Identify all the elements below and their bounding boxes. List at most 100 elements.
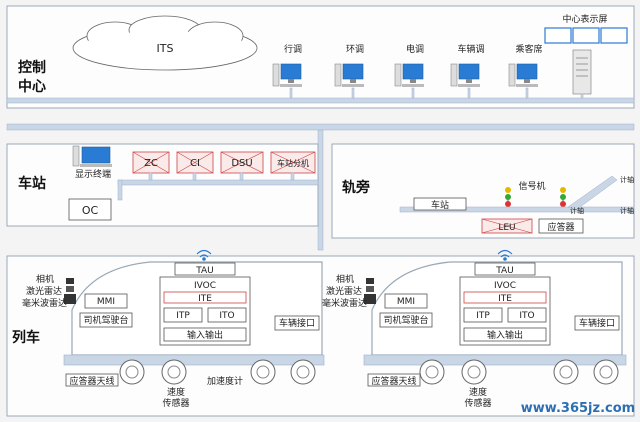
- signal-light-1: [505, 187, 511, 210]
- itp-box-right: [463, 307, 503, 323]
- ite-box-left: [163, 291, 247, 304]
- watermark: www.365jz.com: [521, 401, 635, 416]
- station-systems: ZC CI DSU 车站分机: [132, 151, 316, 174]
- wireless-icon-right: [497, 249, 513, 261]
- monitor-icon: [516, 63, 538, 80]
- sensor-label-radar-left: 毫米波雷达: [22, 297, 67, 309]
- tau-label-right: TAU: [495, 266, 514, 276]
- vertical-backbone: [317, 129, 324, 251]
- lidar-icon: [366, 286, 374, 292]
- antenna-label-right: 应答器天线: [371, 375, 416, 387]
- its-cloud: ITS: [72, 15, 258, 71]
- train-underframe-right: [363, 354, 627, 366]
- io-box-right: [463, 327, 547, 342]
- workstation-1: [272, 63, 302, 87]
- wheel-icon: [290, 359, 316, 385]
- cab-label-left: 司机驾驶台: [83, 314, 128, 326]
- signal-red-icon: [505, 201, 511, 207]
- sensor-label-lidar-left: 激光雷达: [26, 285, 62, 297]
- io-label-left: 输入输出: [187, 329, 223, 341]
- leu-label: LEU: [498, 223, 515, 233]
- signal-yellow-icon: [560, 187, 566, 193]
- station-unit-box: 车站分机: [270, 151, 316, 174]
- speed-label-right-1: 速度: [469, 386, 487, 398]
- station-unit-label: 车站分机: [277, 158, 309, 168]
- lidar-icon: [66, 286, 74, 292]
- workstation-group: 行调 环调 电调 车辆调 乘客席: [272, 43, 543, 87]
- workstation-3: [394, 63, 424, 87]
- trackside-title: 轨旁: [342, 179, 370, 196]
- pc-tower-icon: [450, 63, 458, 87]
- signal-red-icon: [560, 201, 566, 207]
- axle-counter-label-3: 计轴: [570, 206, 584, 215]
- zc-box: ZC: [132, 151, 170, 174]
- pc-tower-icon: [334, 63, 342, 87]
- wheel-icon: [461, 359, 487, 385]
- accel-label-left: 加速度计: [207, 375, 243, 387]
- workstation-2: [334, 63, 364, 87]
- terminal-label: 显示终端: [75, 168, 111, 180]
- cab-box-left: [79, 312, 133, 328]
- signal-green-icon: [560, 194, 566, 200]
- ivoc-label-left: IVOC: [194, 281, 216, 291]
- wheel-icon: [119, 359, 145, 385]
- signal-yellow-icon: [505, 187, 511, 193]
- balise-label: 应答器: [547, 221, 574, 233]
- monitor-icon: [458, 63, 480, 80]
- vehicle-if-box-left: [274, 315, 320, 331]
- sensor-label-camera-right: 相机: [336, 273, 354, 285]
- wheel-icon: [553, 359, 579, 385]
- station-bus: [117, 179, 319, 186]
- axle-counter-label-1: 计轴: [620, 175, 634, 184]
- wheel-icon: [250, 359, 276, 385]
- platform-box: 车站: [413, 197, 467, 211]
- turnout-branch: [567, 175, 618, 211]
- ito-box-left: [207, 307, 247, 323]
- sensor-label-radar-right: 毫米波雷达: [322, 297, 367, 309]
- oc-box: OC: [68, 198, 112, 221]
- itp-label-right: ITP: [476, 311, 490, 321]
- workstation-label-1: 行调: [284, 43, 302, 55]
- track-line: [399, 206, 635, 213]
- signal-green-icon: [505, 194, 511, 200]
- antenna-box-left: [65, 373, 119, 387]
- ci-box: CI: [176, 151, 214, 174]
- mmi-box-left: [84, 293, 128, 309]
- monitor-icon: [81, 146, 111, 164]
- itp-label-left: ITP: [176, 311, 190, 321]
- ci-label: CI: [190, 158, 200, 169]
- ivoc-label-right: IVOC: [494, 281, 516, 291]
- axle-counter-label-2: 计轴: [620, 206, 634, 215]
- dsu-label: DSU: [231, 158, 252, 169]
- camera-icon: [366, 278, 374, 284]
- workstation-5: [508, 63, 538, 87]
- control-network-bus: [6, 97, 635, 104]
- antenna-label-left: 应答器天线: [69, 375, 114, 387]
- itp-box-left: [163, 307, 203, 323]
- train-car-left: 相机 激光雷达 毫米波雷达 TAU IVOC ITE ITP ITO 输入输出 …: [22, 261, 325, 409]
- dsu-box: DSU: [220, 151, 264, 174]
- workstation-label-2: 环调: [346, 44, 364, 55]
- sensor-label-camera-left: 相机: [36, 273, 54, 285]
- sensor-label-lidar-right: 激光雷达: [326, 285, 362, 297]
- ite-label-left: ITE: [198, 294, 212, 304]
- workstation-label-4: 车辆调: [457, 43, 484, 55]
- vehicle-if-label-right: 车辆接口: [579, 317, 615, 329]
- radar-icon: [364, 294, 376, 304]
- antenna-box-right: [367, 373, 421, 387]
- pc-tower-icon: [394, 63, 402, 87]
- workstation-label-3: 电调: [406, 43, 424, 55]
- tau-label-left: TAU: [195, 266, 214, 276]
- zc-label: ZC: [144, 158, 158, 169]
- speed-label-left-2: 传感器: [162, 397, 189, 409]
- leu-box: LEU: [481, 218, 533, 234]
- pc-tower-icon: [272, 63, 280, 87]
- mmi-label-right: MMI: [397, 297, 415, 307]
- mmi-box-right: [384, 293, 428, 309]
- signal-label: 信号机: [518, 180, 545, 192]
- monitor-icon: [280, 63, 302, 80]
- wheel-icon: [593, 359, 619, 385]
- ito-label-left: ITO: [219, 311, 234, 321]
- io-label-right: 输入输出: [487, 329, 523, 341]
